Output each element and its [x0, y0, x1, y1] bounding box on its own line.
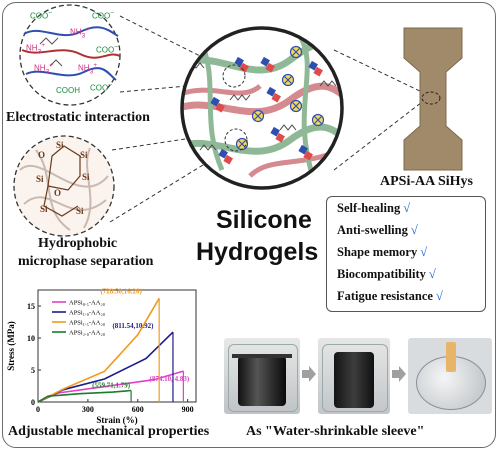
chem-si: Si	[36, 174, 44, 184]
title-silicone: Silicone	[216, 206, 312, 234]
chem-coo: COO−	[30, 10, 53, 21]
crosslink-marker	[311, 113, 325, 127]
photo-sleeve	[408, 338, 492, 414]
property-item: Fatigue resistance√	[337, 289, 443, 303]
chem-nh3: NH3+	[78, 62, 98, 76]
series-line	[37, 389, 132, 403]
legend-entry: APSi₁.₀-AA₂₀	[69, 310, 105, 317]
chem-si: Si	[80, 150, 88, 160]
chem-nh3: NH3+	[70, 26, 90, 40]
y-tick-label: 15	[27, 302, 35, 311]
chem-si: Si	[76, 206, 84, 216]
ionic-pair-marker	[234, 56, 249, 73]
properties-box: Self-healing√ Anti-swelling√ Shape memor…	[326, 196, 486, 312]
crosslink-marker	[289, 99, 303, 113]
legend-entry: APSi₂.₀-AA₂₀	[69, 330, 105, 337]
photo-beaker-2	[318, 338, 390, 414]
ionic-pair-marker	[270, 126, 285, 143]
ionic-pair-marker	[266, 86, 281, 103]
crosslink-marker	[235, 137, 249, 151]
check-icon: √	[410, 223, 418, 237]
y-axis-label: Stress (MPa)	[6, 321, 16, 371]
chem-cooh: COOH	[56, 86, 80, 95]
x-tick-label: 300	[82, 405, 94, 414]
x-tick-label: 0	[36, 405, 40, 414]
chem-si: Si	[56, 140, 64, 150]
x-axis-label: Strain (%)	[96, 415, 137, 425]
property-item: Biocompatibility√	[337, 267, 436, 281]
property-item: Self-healing√	[337, 201, 411, 215]
series-line	[37, 297, 160, 403]
ionic-pair-marker	[210, 96, 225, 113]
chem-coo: COO−	[90, 82, 113, 93]
check-icon: √	[420, 245, 428, 259]
chem-o: O	[54, 188, 62, 198]
figure-frame	[2, 2, 496, 448]
arrow-right-icon	[302, 366, 316, 382]
check-icon: √	[428, 267, 436, 281]
y-tick-label: 5	[31, 366, 35, 375]
x-tick-label: 600	[132, 405, 144, 414]
y-tick-label: 10	[27, 334, 35, 343]
check-icon: √	[403, 201, 411, 215]
label-hydrophobic-2: microphase separation	[18, 254, 154, 269]
label-sleeve: As "Water-shrinkable sleeve"	[246, 424, 425, 439]
y-tick-label: 0	[31, 398, 35, 407]
data-label: (559.71,1.79)	[92, 382, 131, 390]
network-zoom	[180, 26, 344, 190]
specimen-dogbone	[403, 27, 463, 171]
property-item: Shape memory√	[337, 245, 428, 259]
ionic-pair-marker	[260, 56, 275, 73]
property-item: Anti-swelling√	[337, 223, 418, 237]
label-mechanical: Adjustable mechanical properties	[8, 424, 210, 439]
crosslink-marker	[289, 45, 303, 59]
siloxane-zoom	[13, 135, 115, 237]
legend-entry: APSi₁.₅-AA₂₀	[69, 320, 105, 327]
label-material: APSi-AA SiHys	[380, 174, 473, 189]
crosslink-marker	[281, 73, 295, 87]
legend-entry: APSi₀.₅-AA₂₀	[69, 300, 105, 307]
crosslink-marker	[251, 109, 265, 123]
chem-nh3: NH3+	[34, 62, 54, 76]
callout-line	[333, 101, 423, 171]
data-label: (728.50,16.20)	[100, 287, 142, 295]
check-icon: √	[435, 289, 443, 303]
label-hydrophobic-1: Hydrophobic	[38, 236, 118, 251]
callout-line	[333, 49, 423, 93]
chem-si: Si	[82, 172, 90, 182]
chem-o: O	[38, 150, 46, 160]
chem-coo: COO−	[96, 44, 119, 55]
arrow-right-icon	[392, 366, 406, 382]
title-hydrogels: Hydrogels	[196, 238, 319, 266]
chem-coo: COO−	[92, 10, 115, 21]
chem-nh3: NH3+	[26, 42, 46, 56]
data-label: (874.10, 4.83)	[150, 375, 190, 383]
photo-beaker-1	[224, 338, 300, 414]
plot-frame	[37, 289, 197, 403]
x-tick-label: 900	[182, 405, 194, 414]
ionic-pair-marker	[308, 60, 323, 77]
ionic-pair-marker	[298, 144, 313, 161]
label-electrostatic: Electrostatic interaction	[6, 110, 150, 125]
ionic-pair-marker	[218, 148, 233, 165]
electrostatic-zoom	[19, 4, 121, 106]
data-label: (811.54,10.92)	[112, 322, 154, 330]
chem-si: Si	[40, 204, 48, 214]
